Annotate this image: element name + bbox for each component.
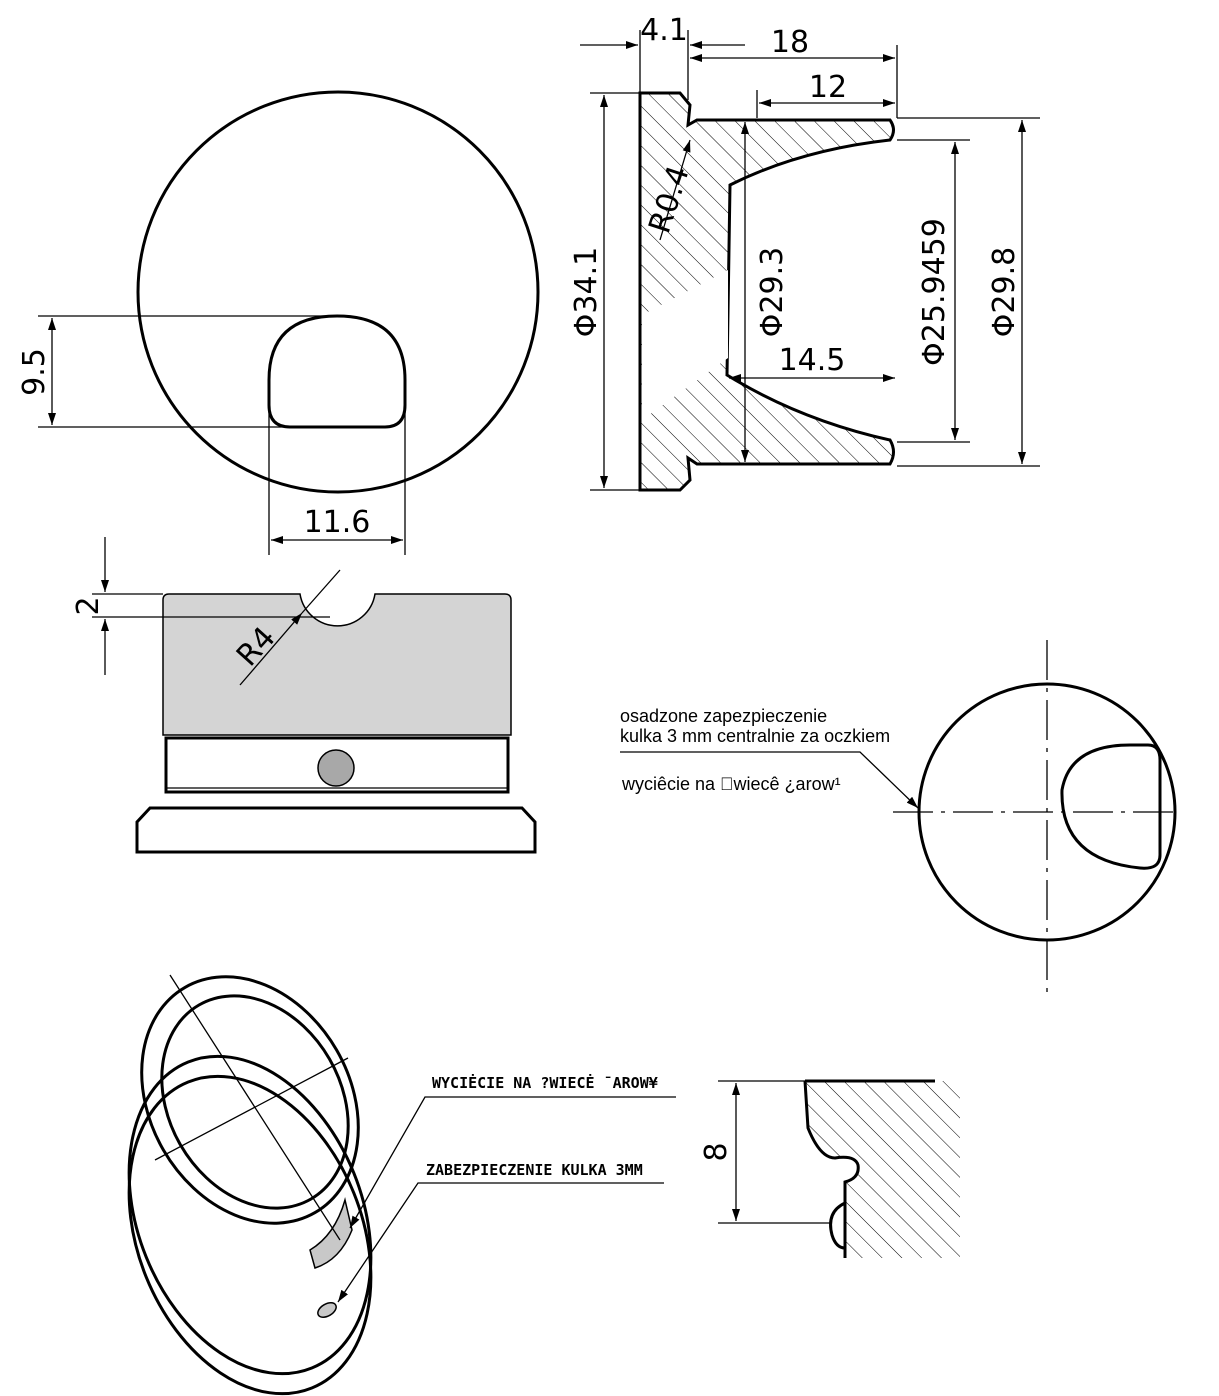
dim-18: 18 [771, 25, 809, 60]
dim-2: 2 [71, 596, 106, 615]
note-ball-1: osadzone zapezpieczenie [620, 706, 827, 726]
label-cut: WYCIĖCIE NA ?WIECĖ ¯AROW¥ [432, 1073, 658, 1092]
dim-4-1: 4.1 [640, 13, 688, 48]
note-cut: wyciêcie na  wiecê ¿arow¹ [621, 774, 841, 794]
body-block [162, 593, 512, 736]
dim-14-5: 14.5 [779, 343, 846, 378]
dim-12: 12 [809, 70, 847, 105]
section-view: 4.1 18 12 R0.4 Φ34.1 Φ29.3 14.5 Φ25.9459… [569, 13, 1040, 492]
d-slot [267, 314, 407, 429]
top-view: 9.5 11.6 [17, 90, 540, 555]
dim-d29-3: Φ29.3 [755, 247, 790, 337]
outer-circle [136, 90, 540, 494]
detail-view: 8 [699, 1079, 960, 1258]
dim-9-5: 9.5 [17, 348, 52, 396]
dim-d34-1: Φ34.1 [569, 247, 604, 337]
d-slot-end [1060, 743, 1162, 870]
note-ball-2: kulka 3 mm centralnie za oczkiem [620, 726, 890, 746]
end-view: osadzone zapezpieczenie kulka 3 mm centr… [620, 640, 1180, 995]
dim-8: 8 [699, 1142, 734, 1161]
ball-lock [317, 749, 355, 787]
section-profile [638, 91, 895, 492]
label-ball: ZABEZPIECZENIE KULKA 3MM [426, 1161, 643, 1179]
dim-d29-8: Φ29.8 [987, 247, 1022, 337]
dim-d25-9459: Φ25.9459 [917, 218, 952, 366]
side-view: 2 R4 [71, 537, 537, 854]
iso-view: WYCIĖCIE NA ?WIECĖ ¯AROW¥ ZABEZPIECZENIE… [127, 974, 676, 1396]
dim-11-6: 11.6 [304, 505, 371, 540]
